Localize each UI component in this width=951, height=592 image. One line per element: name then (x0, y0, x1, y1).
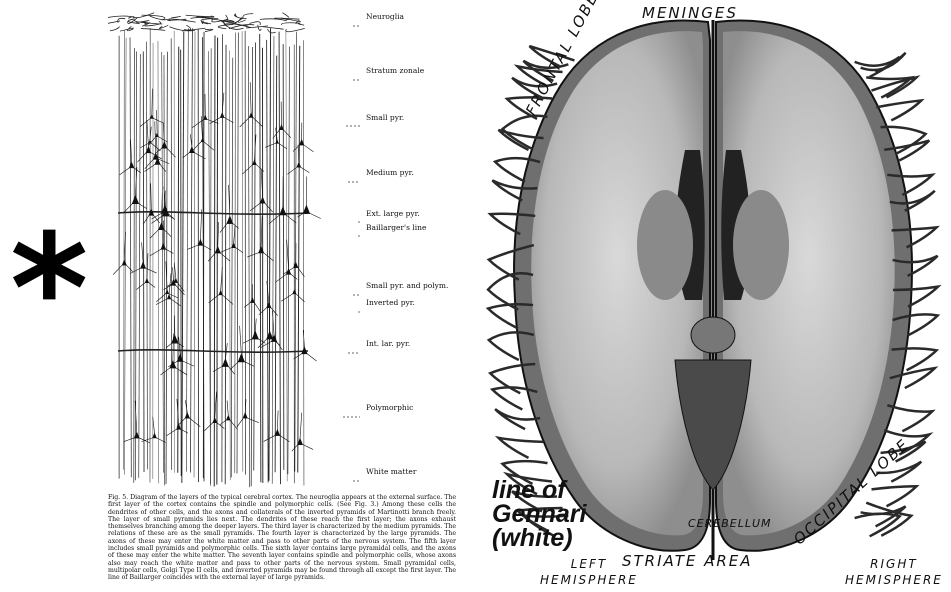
label-int-lar-pyr: Int. lar. pyr. (366, 339, 410, 348)
label-striate-area: STRIATE AREA (622, 552, 753, 570)
label-meninges: MENINGES (642, 4, 738, 22)
label-stratum-zonale: Stratum zonale (366, 66, 424, 75)
label-white-matter: White matter (366, 467, 416, 476)
label-small-pyr-polym: Small pyr. and polym. (366, 281, 448, 290)
label-medium-pyr: Medium pyr. (366, 168, 414, 177)
label-line-of-gennari: line of Gennari (white) (492, 478, 586, 550)
label-cerebellum: CEREBELLUM (688, 517, 772, 530)
label-polymorphic: Polymorphic (366, 403, 413, 412)
figure-caption: Fig. 5. Diagram of the layers of the typ… (108, 494, 456, 582)
label-inverted-pyr: Inverted pyr. (366, 298, 415, 307)
cortex-layer-diagram (108, 8, 464, 494)
label-left-hemisphere: LEFT HEMISPHERE (540, 556, 638, 588)
label-right-hemisphere: RIGHT HEMISPHERE (845, 556, 943, 588)
label-baillargers-line: Baillarger's line (366, 223, 426, 232)
label-neuroglia: Neuroglia (366, 12, 404, 21)
label-small-pyr: Small pyr. (366, 113, 404, 122)
asterisk-marker: * (10, 215, 88, 365)
label-ext-large-pyr: Ext. large pyr. (366, 209, 420, 218)
